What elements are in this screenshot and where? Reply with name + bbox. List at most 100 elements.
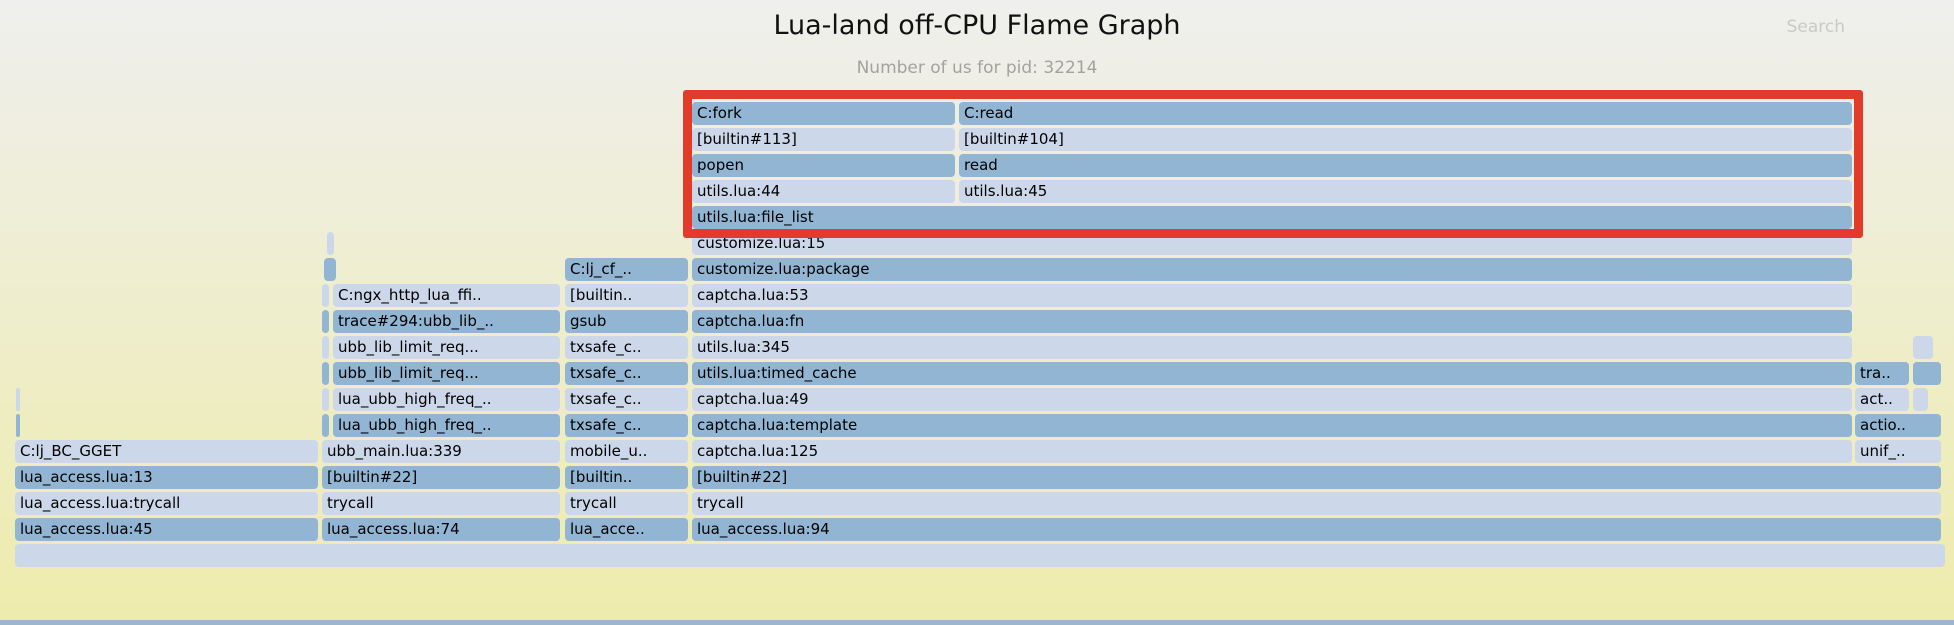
frame[interactable]: C:fork (692, 102, 955, 125)
frame[interactable] (322, 414, 329, 437)
frame[interactable]: ubb_main.lua:339 (322, 440, 560, 463)
frame[interactable]: captcha.lua:template (692, 414, 1852, 437)
frame-label: C:lj_BC_GGET (20, 442, 122, 460)
frame[interactable]: lua_access.lua:trycall (15, 492, 318, 515)
frame-label: txsafe_c.. (570, 364, 642, 382)
frame-label: trycall (327, 494, 374, 512)
frame[interactable]: captcha.lua:53 (692, 284, 1852, 307)
frame[interactable] (16, 388, 20, 411)
frame[interactable]: customize.lua:15 (692, 232, 1852, 255)
frame-label: lua_ubb_high_freq_.. (338, 416, 492, 434)
frame-label: lua_access.lua:74 (327, 520, 460, 538)
frame-label: mobile_u.. (570, 442, 648, 460)
frame[interactable]: actio.. (1855, 414, 1941, 437)
search-button[interactable]: Search (1786, 17, 1845, 37)
frame-label: trycall (697, 494, 744, 512)
frame-label: [builtin#104] (964, 130, 1064, 148)
frame[interactable]: utils.lua:45 (959, 180, 1852, 203)
frame[interactable]: lua_acce.. (565, 518, 688, 541)
frame-label: C:read (964, 104, 1014, 122)
frame[interactable]: lua_access.lua:94 (692, 518, 1941, 541)
frame[interactable]: act.. (1855, 388, 1909, 411)
frame-label: utils.lua:timed_cache (697, 364, 857, 382)
frame[interactable]: ubb_lib_limit_req... (333, 336, 560, 359)
frame[interactable]: utils.lua:file_list (692, 206, 1852, 229)
frame[interactable]: ubb_lib_limit_req... (333, 362, 560, 385)
frame[interactable]: captcha.lua:125 (692, 440, 1852, 463)
frame-label: ubb_main.lua:339 (327, 442, 462, 460)
frame-label: lua_access.lua:45 (20, 520, 153, 538)
frame-label: customize.lua:15 (697, 234, 826, 252)
frame[interactable]: [builtin#22] (692, 466, 1941, 489)
frame[interactable]: mobile_u.. (565, 440, 688, 463)
frame[interactable] (327, 232, 334, 255)
page-subtitle: Number of us for pid: 32214 (856, 58, 1098, 78)
frame[interactable] (324, 258, 336, 281)
frame[interactable]: C:lj_cf_.. (565, 258, 688, 281)
frame-label: captcha.lua:125 (697, 442, 819, 460)
frame-label: lua_ubb_high_freq_.. (338, 390, 492, 408)
frame-label: txsafe_c.. (570, 416, 642, 434)
frame[interactable]: utils.lua:timed_cache (692, 362, 1852, 385)
frame-label: tra.. (1860, 364, 1891, 382)
frame-label: ubb_lib_limit_req... (338, 338, 479, 356)
frame-label: utils.lua:file_list (697, 208, 814, 226)
frame[interactable]: [builtin.. (565, 466, 688, 489)
frame-label: lua_access.lua:13 (20, 468, 153, 486)
frame-label: popen (697, 156, 744, 174)
frame-label: lua_access.lua:trycall (20, 494, 181, 512)
frame[interactable]: lua_access.lua:74 (322, 518, 560, 541)
frame-label: read (964, 156, 998, 174)
frame[interactable] (322, 336, 329, 359)
frame[interactable]: txsafe_c.. (565, 362, 688, 385)
frame[interactable]: lua_access.lua:45 (15, 518, 318, 541)
frame-label: C:lj_cf_.. (570, 260, 632, 278)
frame[interactable] (16, 414, 20, 437)
frame[interactable]: trycall (692, 492, 1941, 515)
frame[interactable]: lua_ubb_high_freq_.. (333, 414, 560, 437)
frame[interactable]: C:ngx_http_lua_ffi.. (333, 284, 560, 307)
frame-label: captcha.lua:template (697, 416, 858, 434)
frame[interactable]: C:lj_BC_GGET (15, 440, 318, 463)
frame[interactable] (322, 284, 329, 307)
frame[interactable]: [builtin#22] (322, 466, 560, 489)
frame[interactable]: [builtin#104] (959, 128, 1852, 151)
frame[interactable]: txsafe_c.. (565, 336, 688, 359)
frame[interactable]: trace#294:ubb_lib_.. (333, 310, 560, 333)
frame-label: gsub (570, 312, 607, 330)
frame[interactable] (1913, 336, 1933, 359)
frame[interactable]: popen (692, 154, 955, 177)
frame[interactable]: lua_ubb_high_freq_.. (333, 388, 560, 411)
frame[interactable]: [builtin.. (565, 284, 688, 307)
frame[interactable]: txsafe_c.. (565, 388, 688, 411)
frame[interactable]: trycall (565, 492, 688, 515)
frame[interactable]: utils.lua:345 (692, 336, 1852, 359)
frame-label: trace#294:ubb_lib_.. (338, 312, 494, 330)
frame[interactable]: unif_.. (1855, 440, 1941, 463)
frame[interactable]: trycall (322, 492, 560, 515)
frame[interactable] (322, 362, 329, 385)
frame[interactable]: captcha.lua:fn (692, 310, 1852, 333)
frame-label: txsafe_c.. (570, 390, 642, 408)
frame[interactable] (1913, 388, 1928, 411)
frame[interactable] (15, 544, 1945, 567)
frame[interactable]: txsafe_c.. (565, 414, 688, 437)
frame[interactable]: tra.. (1855, 362, 1909, 385)
frame[interactable] (1913, 362, 1941, 385)
frame[interactable]: lua_access.lua:13 (15, 466, 318, 489)
frame[interactable] (322, 310, 329, 333)
frame[interactable] (322, 388, 329, 411)
frame[interactable]: gsub (565, 310, 688, 333)
frame[interactable]: customize.lua:package (692, 258, 1852, 281)
page-title: Lua-land off-CPU Flame Graph (773, 10, 1181, 41)
frame[interactable]: C:read (959, 102, 1852, 125)
frame-label: [builtin.. (570, 286, 633, 304)
frame[interactable]: read (959, 154, 1852, 177)
frame-label: captcha.lua:53 (697, 286, 809, 304)
frame[interactable]: [builtin#113] (692, 128, 955, 151)
frame[interactable]: captcha.lua:49 (692, 388, 1852, 411)
frame-label: [builtin.. (570, 468, 633, 486)
frame[interactable]: utils.lua:44 (692, 180, 955, 203)
frame-label: lua_acce.. (570, 520, 645, 538)
